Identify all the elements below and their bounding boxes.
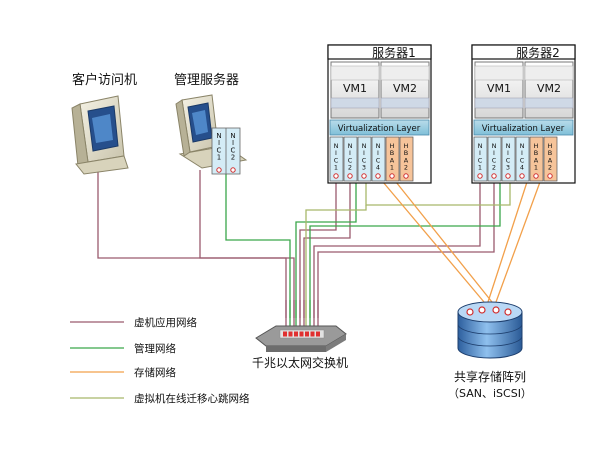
legend-label: 存储网络 <box>134 366 176 379</box>
switch-icon <box>255 325 347 352</box>
client-computer: 客户访问机 <box>71 72 137 175</box>
vm1-box: VM1 <box>474 61 524 119</box>
switch-label: 千兆以太网交换机 <box>252 355 348 370</box>
virtualization-layer <box>329 119 430 136</box>
ethernet-switch: 千兆以太网交换机 <box>252 325 348 370</box>
legend-label: 虚机应用网络 <box>134 316 197 329</box>
vm-label: VM2 <box>537 82 561 95</box>
heartbeat-network-lines <box>305 182 511 318</box>
legend-item-vm-network: 虚机应用网络 <box>70 316 197 329</box>
storage-sublabel: （SAN、iSCSI） <box>448 387 532 400</box>
client-computer-label: 客户访问机 <box>72 72 137 88</box>
vm2-box: VM2 <box>524 61 574 119</box>
management-network-lines <box>225 172 501 318</box>
virtualization-layer-label: Virtualization Layer <box>482 124 565 134</box>
virtualization-layer <box>473 119 574 136</box>
management-server-label: 管理服务器 <box>174 72 239 88</box>
storage-network-lines <box>382 181 541 303</box>
legend: 虚机应用网络 管理网络 存储网络 虚拟机在线迁移心跳网络 <box>70 316 250 405</box>
legend-item-management-network: 管理网络 <box>70 342 176 355</box>
legend-label: 虚拟机在线迁移心跳网络 <box>134 392 250 405</box>
vm-label: VM1 <box>343 82 367 95</box>
computer-icon <box>71 95 129 175</box>
server-title: 服务器1 <box>372 45 416 60</box>
vm1-box: VM1 <box>330 61 380 119</box>
virtualization-layer-label: Virtualization Layer <box>338 124 421 134</box>
storage-label: 共享存储阵列 <box>454 369 526 384</box>
vm2-box: VM2 <box>380 61 430 119</box>
legend-item-heartbeat-network: 虚拟机在线迁移心跳网络 <box>70 392 250 405</box>
storage-cylinder-icon <box>457 301 523 359</box>
vm-label: VM2 <box>393 82 417 95</box>
shared-storage-array: 共享存储阵列 （SAN、iSCSI） <box>448 301 532 400</box>
vm-label: VM1 <box>487 82 511 95</box>
legend-label: 管理网络 <box>134 342 176 355</box>
server-title: 服务器2 <box>516 45 560 60</box>
legend-item-storage-network: 存储网络 <box>70 366 176 379</box>
